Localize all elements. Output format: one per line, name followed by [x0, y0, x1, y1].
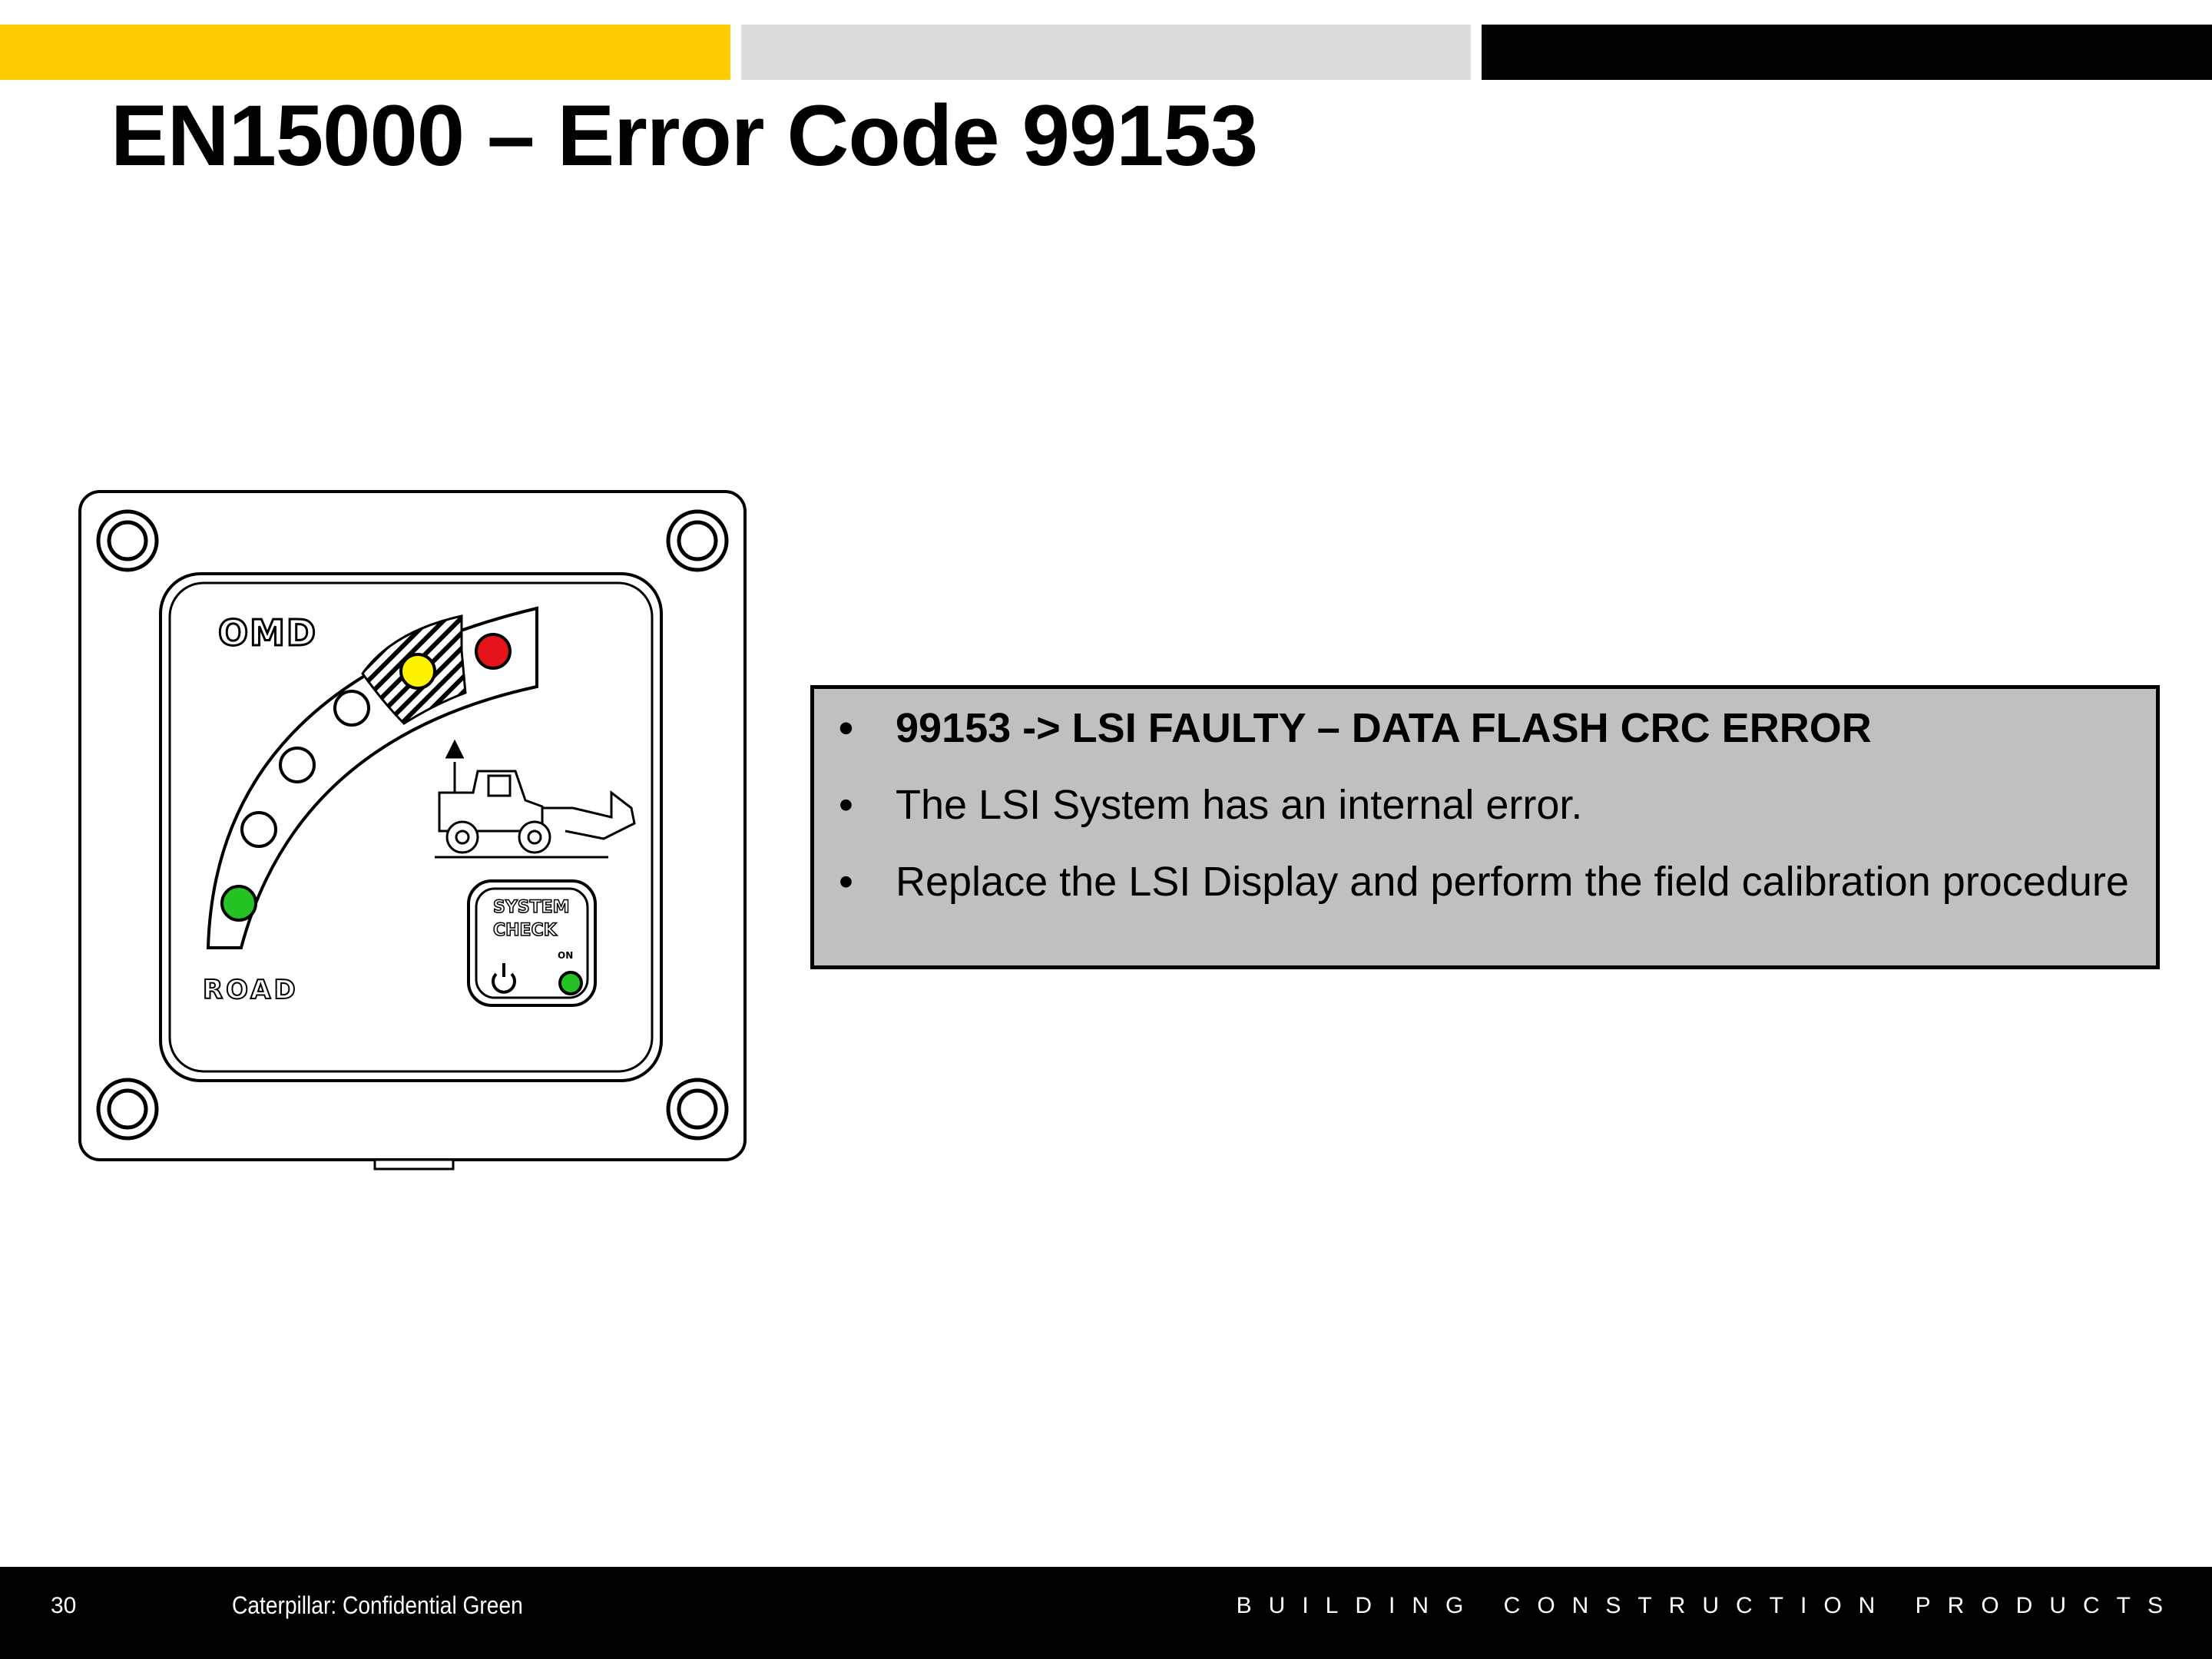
road-label: ROAD — [203, 975, 299, 1005]
info-item-text: Replace the LSI Display and perform the … — [896, 859, 2129, 905]
accent-bar-grey — [741, 25, 1471, 80]
page-number: 30 — [51, 1593, 77, 1618]
info-item-action: • Replace the LSI Display and perform th… — [814, 856, 2156, 907]
system-check-label-2: CHECK — [493, 921, 558, 940]
info-item-text: The LSI System has an internal error. — [896, 782, 1583, 828]
on-label: ON — [558, 950, 573, 961]
led-4-icon — [333, 690, 370, 727]
bullet: • — [839, 859, 853, 905]
led-5-icon — [399, 653, 436, 690]
screw-bottom-left-icon — [96, 1078, 159, 1141]
omd-logo: OMD — [218, 612, 317, 654]
power-icon — [492, 963, 516, 994]
error-info-box: • 99153 -> LSI FAULTY – DATA FLASH CRC E… — [810, 685, 2160, 969]
led-3-icon — [279, 747, 316, 783]
screw-top-right-icon — [666, 509, 729, 572]
lsi-display-illustration: OMD ROAD SYSTEM CHECK ON — [78, 490, 747, 1171]
bullet: • — [839, 705, 853, 751]
slide-title: EN15000 – Error Code 99153 — [111, 88, 1258, 184]
status-led-icon — [558, 971, 583, 995]
led-6-icon — [475, 633, 512, 670]
led-1-icon — [220, 885, 257, 922]
bullet: • — [839, 782, 853, 828]
wheel-loader-icon — [435, 739, 636, 859]
system-check-label-1: SYSTEM — [493, 898, 570, 917]
info-item-error-code: • 99153 -> LSI FAULTY – DATA FLASH CRC E… — [814, 703, 2156, 753]
led-2-icon — [240, 811, 277, 848]
screw-top-left-icon — [96, 509, 159, 572]
system-check-button[interactable]: SYSTEM CHECK ON — [467, 879, 597, 1007]
info-item-text: 99153 -> LSI FAULTY – DATA FLASH CRC ERR… — [896, 705, 1872, 751]
screw-bottom-right-icon — [666, 1078, 729, 1141]
footer: 30 Caterpillar: Confidential Green BUILD… — [0, 1567, 2212, 1659]
classification-label: Caterpillar: Confidential Green — [232, 1591, 523, 1619]
footer-tagline: BUILDING CONSTRUCTION PRODUCTS — [1236, 1593, 2180, 1618]
accent-bar-black — [1482, 25, 2212, 80]
info-item-description: • The LSI System has an internal error. — [814, 780, 2156, 830]
accent-bar-yellow — [0, 25, 730, 80]
